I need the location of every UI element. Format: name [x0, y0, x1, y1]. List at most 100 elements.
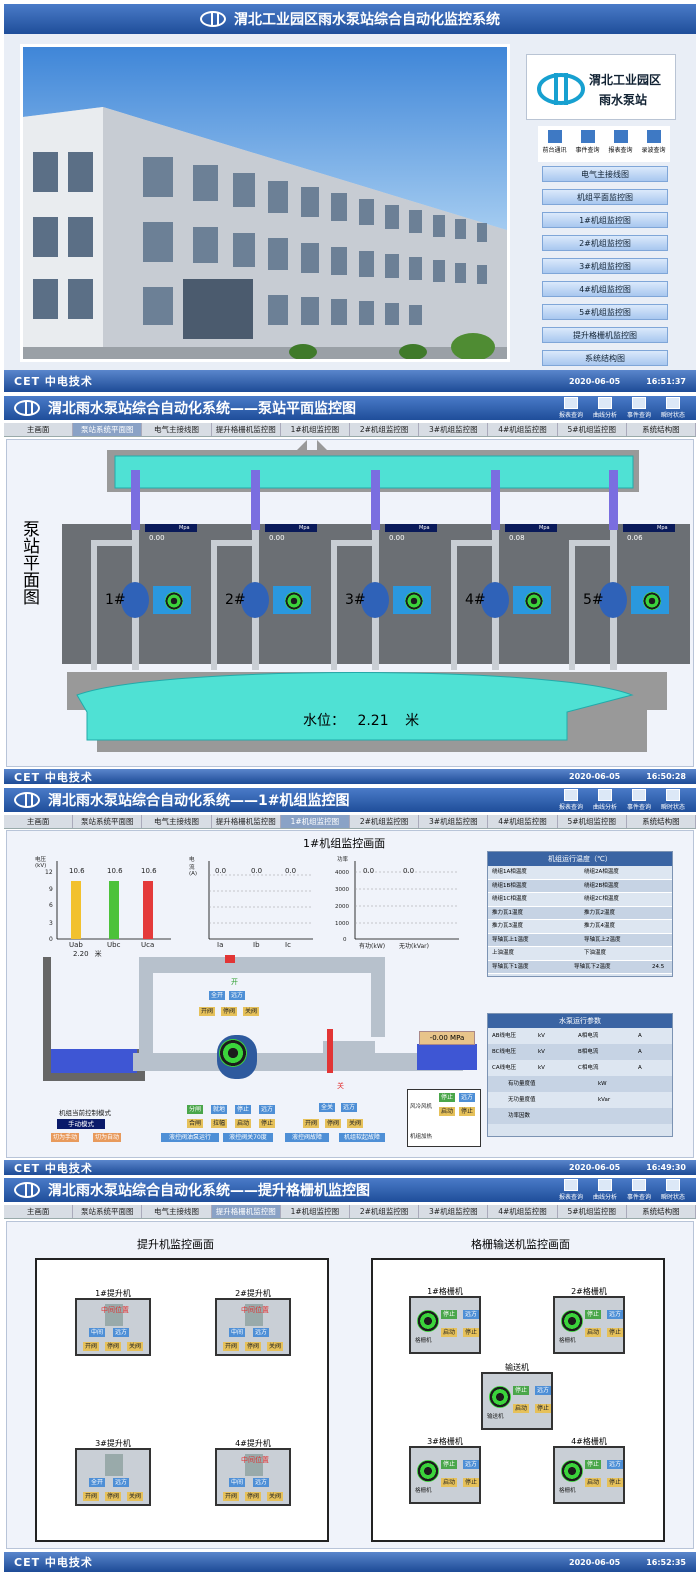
tab-unit5[interactable]: 5#机组监控图 — [558, 423, 627, 436]
tab-plan[interactable]: 泵站系统平面图 — [73, 815, 143, 828]
nav-electrical[interactable]: 电气主接线图 — [542, 166, 668, 182]
grid-stop-button[interactable]: 停止 — [441, 1310, 458, 1319]
tab-unit2[interactable]: 2#机组监控图 — [350, 815, 420, 828]
grid-remote-button[interactable]: 远方 — [607, 1460, 623, 1469]
grid-start-button[interactable]: 启动 — [513, 1404, 530, 1413]
lift-stop-button[interactable]: 停阀 — [245, 1492, 262, 1501]
nav-unit-plan[interactable]: 机组平面监控图 — [542, 189, 668, 205]
tab-main[interactable]: 主画面 — [4, 815, 74, 828]
grid-stop2-button[interactable]: 停止 — [463, 1478, 479, 1487]
valve-close-button[interactable]: 关阀 — [243, 1007, 260, 1016]
report-query-button[interactable]: 报表查询 — [556, 789, 586, 811]
auto-mode-button[interactable]: 切为自动 — [93, 1133, 122, 1142]
quick-comm-button[interactable]: 前台通讯 — [540, 130, 570, 162]
nav-unit1[interactable]: 1#机组监控图 — [542, 212, 668, 228]
grid-stop2-button[interactable]: 停止 — [535, 1404, 551, 1413]
tab-unit1[interactable]: 1#机组监控图 — [280, 815, 351, 828]
tab-electrical[interactable]: 电气主接线图 — [142, 423, 212, 436]
quick-report-button[interactable]: 报表查询 — [606, 130, 636, 162]
curve-analysis-button[interactable]: 曲线分析 — [590, 789, 620, 811]
tab-plan[interactable]: 泵站系统平面图 — [73, 423, 143, 436]
instant-state-button[interactable]: 瞬时状态 — [658, 397, 688, 419]
grid-stop-button[interactable]: 停止 — [513, 1386, 530, 1395]
tab-structure[interactable]: 系统结构图 — [627, 815, 697, 828]
valve-stop-button[interactable]: 停阀 — [221, 1007, 238, 1016]
tab-structure[interactable]: 系统结构图 — [627, 1205, 697, 1218]
grid-start-button[interactable]: 启动 — [441, 1478, 458, 1487]
tab-unit1[interactable]: 1#机组监控图 — [281, 1205, 351, 1218]
event-query-button[interactable]: 事件查询 — [624, 789, 654, 811]
aux-start-button[interactable]: 启动 — [439, 1107, 456, 1116]
lift-mid-button[interactable]: 中间 — [229, 1478, 246, 1487]
tab-main[interactable]: 主画面 — [4, 1205, 74, 1218]
lift-stop-button[interactable]: 停阀 — [245, 1342, 262, 1351]
tab-unit5[interactable]: 5#机组监控图 — [558, 815, 627, 828]
stop-button[interactable]: 停止 — [259, 1119, 276, 1128]
lift-stop-button[interactable]: 停阀 — [105, 1492, 122, 1501]
pull-button[interactable]: 拉幅 — [211, 1119, 228, 1128]
grid-remote-button[interactable]: 远方 — [463, 1310, 479, 1319]
instant-state-button[interactable]: 瞬时状态 — [658, 789, 688, 811]
nav-unit4[interactable]: 4#机组监控图 — [542, 281, 668, 297]
tab-unit2[interactable]: 2#机组监控图 — [350, 423, 420, 436]
tab-electrical[interactable]: 电气主接线图 — [142, 1205, 212, 1218]
aux-stop2-button[interactable]: 停止 — [459, 1107, 476, 1116]
remote-button[interactable]: 远方 — [259, 1105, 276, 1114]
start-button[interactable]: 启动 — [235, 1119, 252, 1128]
grid-start-button[interactable]: 启动 — [585, 1328, 602, 1337]
lift-close-button[interactable]: 关阀 — [267, 1492, 284, 1501]
instant-state-button[interactable]: 瞬时状态 — [658, 1179, 688, 1201]
quick-wave-button[interactable]: 录波查询 — [639, 130, 669, 162]
tab-lift[interactable]: 提升格栅机监控图 — [211, 1205, 281, 1218]
lift-close-button[interactable]: 关阀 — [267, 1342, 284, 1351]
curve-analysis-button[interactable]: 曲线分析 — [590, 1179, 620, 1201]
tab-lift[interactable]: 提升格栅机监控图 — [212, 423, 281, 436]
grid-stop-button[interactable]: 停止 — [585, 1310, 602, 1319]
grid-remote-button[interactable]: 远方 — [535, 1386, 551, 1395]
stop-button[interactable]: 停止 — [235, 1105, 252, 1114]
tab-unit2[interactable]: 2#机组监控图 — [350, 1205, 420, 1218]
valve-remote-button[interactable]: 远方 — [229, 991, 246, 1000]
tab-unit5[interactable]: 5#机组监控图 — [558, 1205, 627, 1218]
lift-mid-button[interactable]: 全开 — [89, 1478, 106, 1487]
tab-unit3[interactable]: 3#机组监控图 — [419, 1205, 489, 1218]
curve-analysis-button[interactable]: 曲线分析 — [590, 397, 620, 419]
stop-valve-button[interactable]: 停阀 — [325, 1119, 342, 1128]
report-query-button[interactable]: 报表查询 — [556, 397, 586, 419]
grid-remote-button[interactable]: 远方 — [607, 1310, 623, 1319]
close-valve-button[interactable]: 关阀 — [347, 1119, 364, 1128]
manual-mode-button[interactable]: 切为手动 — [51, 1133, 80, 1142]
grid-start-button[interactable]: 启动 — [585, 1478, 602, 1487]
quick-event-button[interactable]: 事件查询 — [573, 130, 603, 162]
event-query-button[interactable]: 事件查询 — [624, 397, 654, 419]
lift-open-button[interactable]: 开阀 — [223, 1492, 240, 1501]
grid-stop2-button[interactable]: 停止 — [463, 1328, 479, 1337]
open-breaker-button[interactable]: 分闸 — [187, 1105, 204, 1114]
tab-lift[interactable]: 提升格栅机监控图 — [212, 815, 281, 828]
valve-open-button[interactable]: 开阀 — [199, 1007, 216, 1016]
lift-open-button[interactable]: 开阀 — [83, 1342, 100, 1351]
lift-remote-button[interactable]: 远方 — [113, 1328, 130, 1337]
open-valve-button[interactable]: 开阀 — [303, 1119, 320, 1128]
lift-remote-button[interactable]: 远方 — [113, 1478, 130, 1487]
grid-stop2-button[interactable]: 停止 — [607, 1478, 623, 1487]
lift-open-button[interactable]: 开阀 — [223, 1342, 240, 1351]
lift-open-button[interactable]: 开阀 — [83, 1492, 100, 1501]
tab-unit3[interactable]: 3#机组监控图 — [419, 423, 489, 436]
report-query-button[interactable]: 报表查询 — [556, 1179, 586, 1201]
local-button[interactable]: 就地 — [211, 1105, 228, 1114]
event-query-button[interactable]: 事件查询 — [624, 1179, 654, 1201]
tab-unit4[interactable]: 4#机组监控图 — [488, 423, 558, 436]
lift-stop-button[interactable]: 停阀 — [105, 1342, 122, 1351]
grid-stop-button[interactable]: 停止 — [585, 1460, 602, 1469]
full-close-button[interactable]: 全关 — [319, 1103, 336, 1112]
tab-unit3[interactable]: 3#机组监控图 — [419, 815, 489, 828]
valve-fullopen-button[interactable]: 全开 — [209, 991, 226, 1000]
grid-start-button[interactable]: 启动 — [441, 1328, 458, 1337]
grid-remote-button[interactable]: 远方 — [463, 1460, 479, 1469]
lift-close-button[interactable]: 关阀 — [127, 1492, 144, 1501]
nav-unit3[interactable]: 3#机组监控图 — [542, 258, 668, 274]
lift-remote-button[interactable]: 远方 — [253, 1478, 270, 1487]
nav-system-structure[interactable]: 系统结构图 — [542, 350, 668, 366]
lift-mid-button[interactable]: 中间 — [229, 1328, 246, 1337]
